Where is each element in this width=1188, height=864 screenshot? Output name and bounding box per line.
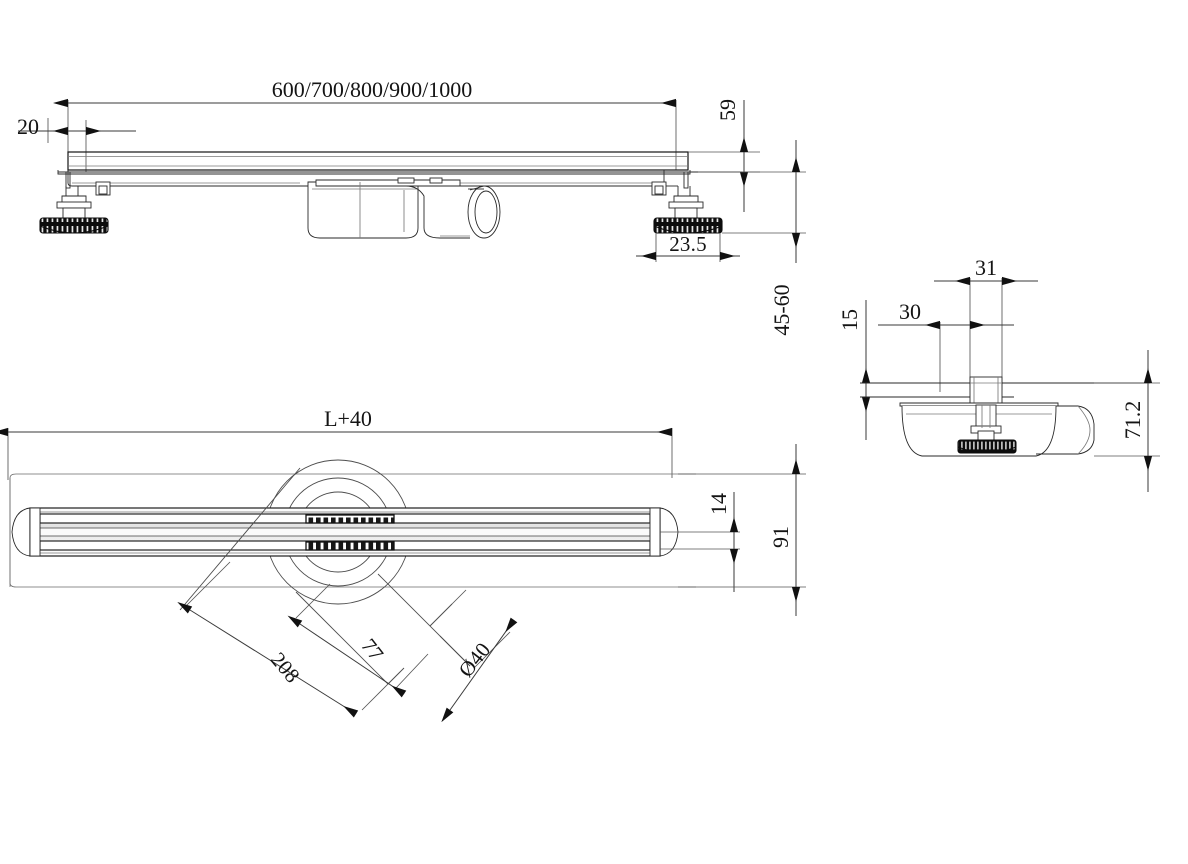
dimension-outlet-diameter: Ø40 xyxy=(429,589,518,723)
dimension-overall-depth: 71.2 xyxy=(1094,350,1160,492)
dimension-length-label: 600/700/800/900/1000 xyxy=(272,77,472,102)
adjustable-foot-left xyxy=(39,171,111,234)
dimension-outlet-diameter-label: Ø40 xyxy=(454,638,496,682)
dimension-trap-depth-label: 15 xyxy=(837,309,862,331)
plan-channel-body xyxy=(11,507,679,557)
siphon-body-elevation xyxy=(307,177,501,239)
dimension-neck-offset-label: 30 xyxy=(899,299,921,324)
dimension-foot-width-label: 23.5 xyxy=(669,232,707,256)
dimension-flange-length: L+40 xyxy=(0,406,673,480)
dimension-neck-width-label: 31 xyxy=(975,255,997,280)
front-elevation-view: 600/700/800/900/1000 20 xyxy=(17,77,806,336)
top-plan-view: L+40 xyxy=(0,406,806,723)
siphon-detail-section-view: 31 30 15 xyxy=(837,255,1160,492)
dimension-foot-width: 23.5 xyxy=(636,232,740,262)
dimension-flange-width: 91 xyxy=(678,444,806,616)
dimension-neck-width: 31 xyxy=(934,255,1038,390)
dimension-overall-depth-label: 71.2 xyxy=(1120,401,1145,440)
dimension-diagonal-a: 208 xyxy=(177,561,401,718)
siphon-body-detail xyxy=(860,376,1150,457)
plan-flange-outline xyxy=(9,473,696,588)
dimension-edge-offset-label: 20 xyxy=(17,114,39,139)
dimension-length: 600/700/800/900/1000 xyxy=(53,77,676,108)
plan-diagonal-outlet-body xyxy=(295,573,471,685)
dimension-body-height-label: 59 xyxy=(715,99,740,121)
adjustable-foot-right xyxy=(651,171,723,234)
dimension-diagonal-a-label: 208 xyxy=(266,647,305,687)
dimension-body-height: 59 xyxy=(688,99,760,212)
dimension-edge-offset: 20 xyxy=(17,114,136,139)
dimension-neck-offset: 30 xyxy=(878,299,1014,392)
plan-section-leader xyxy=(179,467,301,611)
dimension-diagonal-b-label: 77 xyxy=(356,634,388,666)
dimension-install-height: 45-60 xyxy=(698,140,806,336)
dimension-flange-length-label: L+40 xyxy=(324,406,372,431)
dimension-install-height-label: 45-60 xyxy=(769,284,794,335)
dimension-slot-width-label: 14 xyxy=(706,493,731,515)
dimension-slot-width: 14 xyxy=(660,492,740,592)
elevation-extension-lines xyxy=(47,100,677,172)
dimension-flange-width-label: 91 xyxy=(768,526,793,548)
